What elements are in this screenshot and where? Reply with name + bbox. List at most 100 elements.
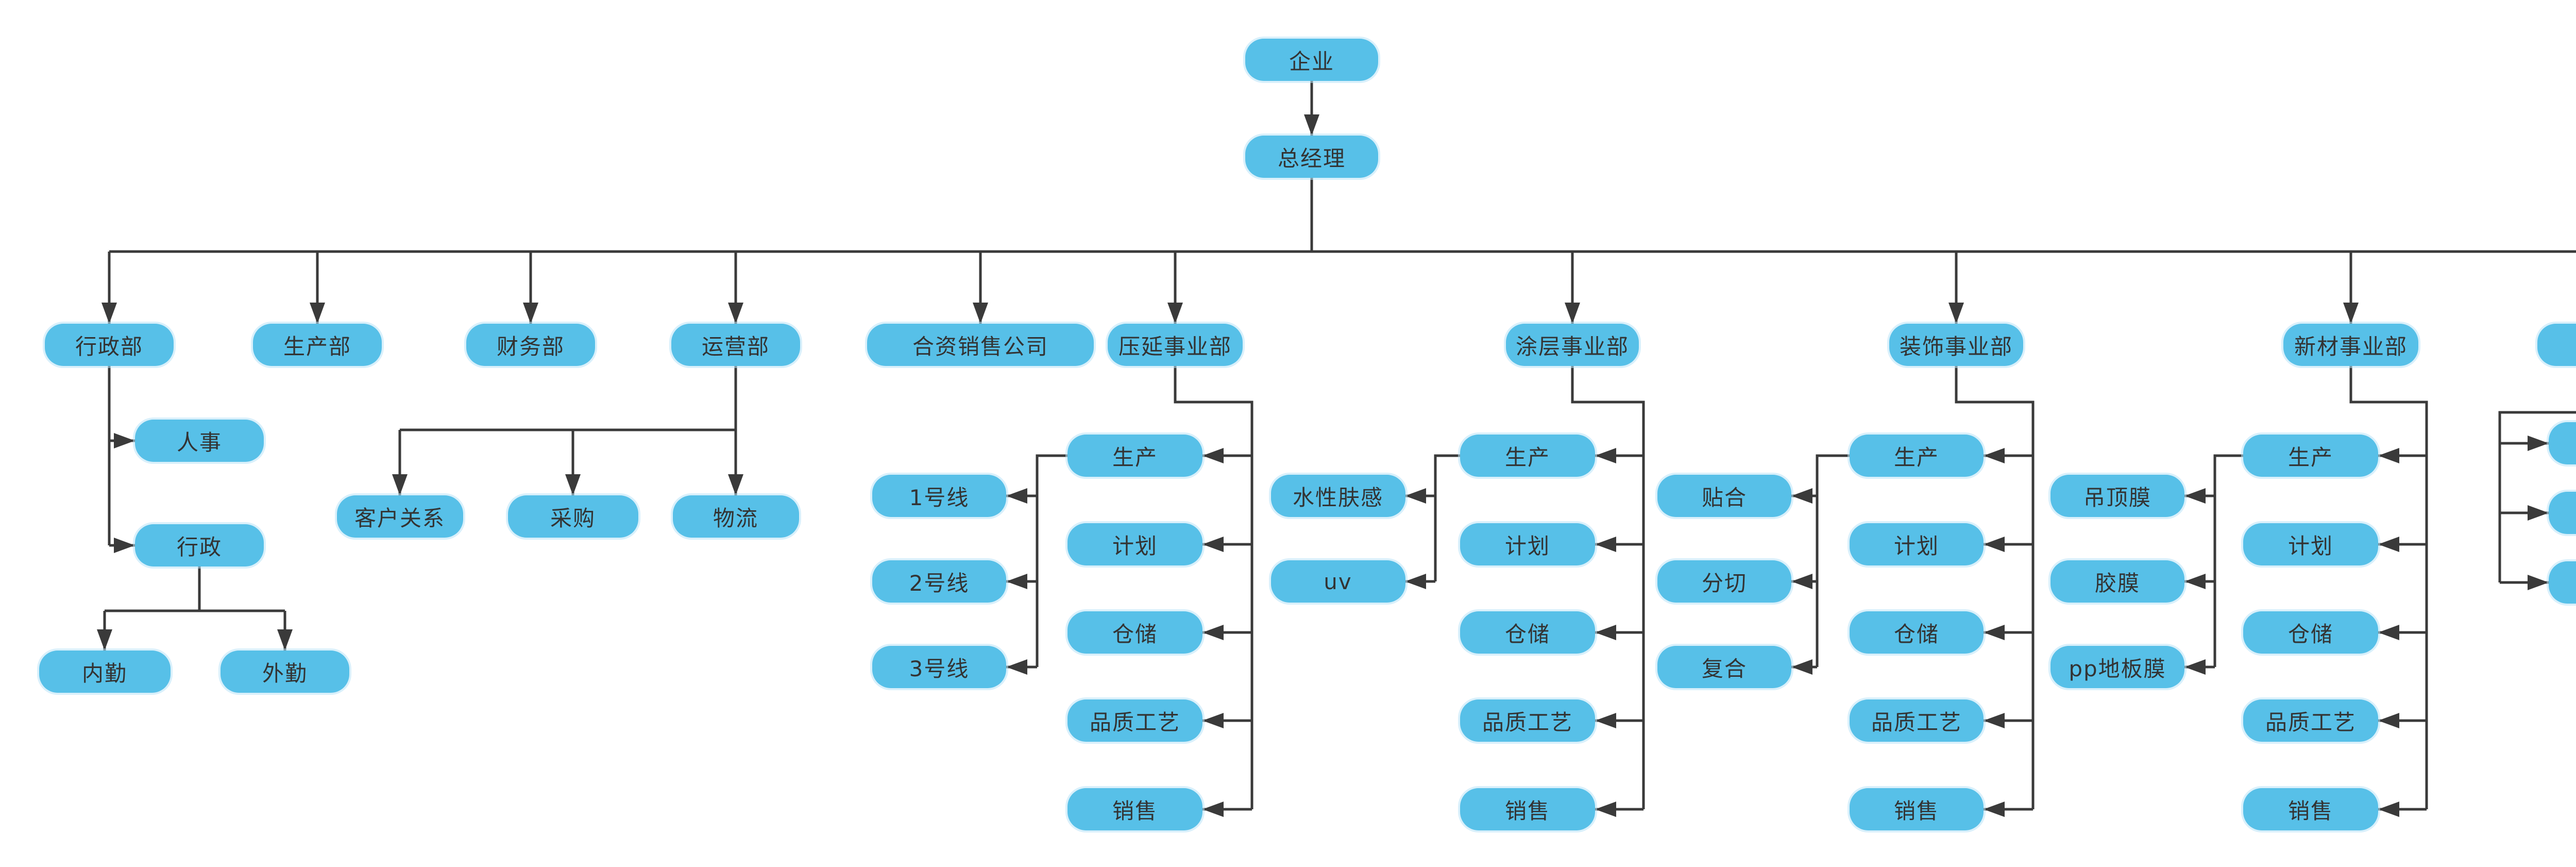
node-label: 复合: [1701, 656, 1747, 681]
node-caiwubu: 财务部: [466, 324, 595, 366]
node-zs-xiaoshou: 销售: [1850, 788, 1984, 830]
node-label: 仓储: [1504, 621, 1550, 647]
node-uv: uv: [1270, 560, 1405, 603]
node-line2: 2号线: [872, 560, 1006, 603]
node-label: 行政部: [75, 334, 143, 359]
node-label: 压延事业部: [1118, 334, 1232, 359]
node-label: 生产部: [283, 334, 351, 359]
node-xingzhengbu: 行政部: [45, 324, 174, 366]
node-label: 水性肤感: [1292, 485, 1383, 510]
node-label: 客户关系: [354, 505, 445, 531]
node-label: 合资销售公司: [912, 334, 1048, 359]
node-shengchanbu: 生产部: [253, 324, 382, 366]
node-renshi: 人事: [135, 420, 264, 462]
node-label: 计划: [2287, 533, 2333, 559]
node-fuhe: 复合: [1657, 646, 1791, 688]
node-label: 销售: [2287, 798, 2333, 824]
node-yy-pinzhi: 品质工艺: [1067, 699, 1202, 742]
node-zs-jihua: 计划: [1850, 523, 1984, 565]
node-shuixingfugan: 水性肤感: [1270, 475, 1405, 517]
node-label: 总经理: [1277, 145, 1346, 171]
node-yayan: 压延事业部: [1108, 324, 1243, 366]
node-gongcheng: 工程: [2549, 561, 2576, 604]
node-anhuan: 安环: [2549, 492, 2576, 534]
node-label: 财务部: [496, 334, 565, 359]
node-label: 生产: [1893, 444, 1939, 470]
node-label: 销售: [1893, 798, 1939, 824]
node-label: 2号线: [909, 570, 970, 596]
node-tc-shengchan: 生产: [1460, 435, 1595, 477]
node-label: 内勤: [81, 660, 127, 686]
node-kehuguanxi: 客户关系: [336, 495, 463, 538]
node-tc-pinzhi: 品质工艺: [1460, 699, 1595, 742]
node-label: 销售: [1112, 798, 1158, 824]
node-yy-jihua: 计划: [1067, 523, 1202, 565]
node-label: 生产: [2287, 444, 2333, 470]
node-label: 品质工艺: [1871, 709, 1962, 735]
node-label: 企业: [1289, 48, 1334, 74]
node-label: 3号线: [909, 656, 970, 681]
node-label: 分切: [1701, 570, 1747, 596]
node-xc-xiaoshou: 销售: [2243, 788, 2378, 830]
node-neiqin: 内勤: [39, 651, 171, 693]
edge-xincai-xc-trunk: [2349, 366, 2428, 809]
node-xingzheng: 行政: [135, 524, 264, 566]
node-label: 人事: [176, 429, 222, 455]
node-line3: 3号线: [872, 646, 1006, 688]
node-label: pp地板膜: [2069, 656, 2166, 681]
edge-yy-shengchan-line-trunk: [1036, 454, 1067, 667]
node-yy-cangchu: 仓储: [1067, 611, 1202, 654]
node-label: 外勤: [262, 660, 308, 686]
node-xc-cangchu: 仓储: [2243, 611, 2378, 654]
node-tiehe: 贴合: [1657, 475, 1791, 517]
edge-houqin-hq-trunk: [2498, 411, 2576, 582]
node-qiye: 企业: [1245, 39, 1378, 81]
node-tc-xiaoshou: 销售: [1460, 788, 1595, 830]
node-yy-shengchan: 生产: [1067, 435, 1202, 477]
node-label: 新材事业部: [2294, 334, 2408, 359]
node-label: 胶膜: [2094, 570, 2140, 596]
node-label: 销售: [1504, 798, 1550, 824]
node-jiaomo: 胶膜: [2050, 560, 2184, 603]
node-tuceng: 涂层事业部: [1506, 324, 1639, 366]
edge-zhuangshi-zs-trunk: [1955, 366, 2035, 809]
node-houqin: 后勤: [2537, 324, 2576, 366]
node-caigou: 采购: [507, 495, 638, 538]
node-yy-xiaoshou: 销售: [1067, 788, 1202, 830]
edge-tuceng-tc-trunk: [1571, 366, 1645, 809]
node-label: 计划: [1504, 533, 1550, 559]
node-xc-jihua: 计划: [2243, 523, 2378, 565]
node-ppdibanmo: pp地板膜: [2050, 646, 2184, 688]
node-wuliu: 物流: [672, 495, 799, 538]
edge-xc-shengchan-xcp-trunk: [2213, 454, 2243, 667]
node-label: 仓储: [1893, 621, 1939, 647]
node-label: 行政: [176, 534, 222, 560]
node-zs-pinzhi: 品质工艺: [1850, 699, 1984, 742]
node-xc-shengchan: 生产: [2243, 435, 2378, 477]
node-label: 仓储: [2287, 621, 2333, 647]
node-label: 吊顶膜: [2083, 485, 2151, 510]
node-label: 计划: [1112, 533, 1158, 559]
node-zs-shengchan: 生产: [1850, 435, 1984, 477]
node-label: 仓储: [1112, 621, 1158, 647]
node-label: 物流: [713, 505, 758, 531]
node-label: 贴合: [1701, 485, 1747, 510]
node-label: 1号线: [909, 485, 970, 510]
node-xc-pinzhi: 品质工艺: [2243, 699, 2378, 742]
node-jidian: 机电: [2549, 422, 2576, 464]
node-xincai: 新材事业部: [2283, 324, 2418, 366]
edges-group: [97, 81, 2576, 817]
node-label: 涂层事业部: [1515, 334, 1629, 359]
node-zs-cangchu: 仓储: [1850, 611, 1984, 654]
node-yunyingbu: 运营部: [671, 324, 800, 366]
node-zhuangshi: 装饰事业部: [1889, 324, 2023, 366]
node-label: 生产: [1504, 444, 1550, 470]
node-line1: 1号线: [872, 475, 1006, 517]
node-zongjingli: 总经理: [1245, 136, 1378, 178]
edge-tc-shengchan-tcp-trunk: [1434, 454, 1460, 581]
edge-yayan-yy-trunk: [1174, 366, 1253, 809]
node-diaodingmo: 吊顶膜: [2050, 475, 2184, 517]
node-label: 品质工艺: [1482, 709, 1573, 735]
